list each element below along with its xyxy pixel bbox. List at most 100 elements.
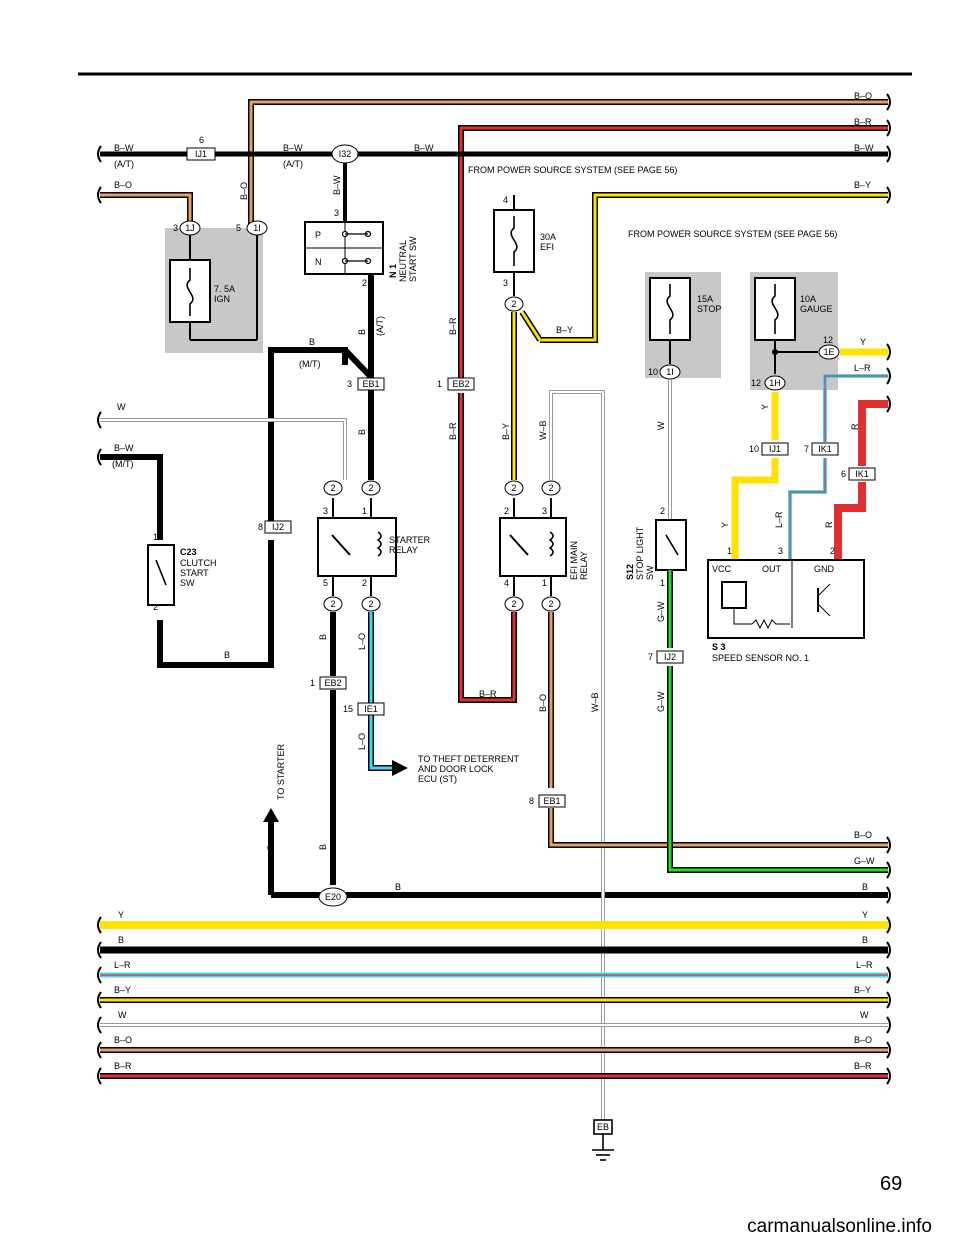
svg-text:1: 1 bbox=[437, 379, 442, 389]
svg-text:12: 12 bbox=[751, 378, 761, 388]
svg-text:1: 1 bbox=[660, 578, 665, 588]
svg-text:B: B bbox=[395, 882, 401, 892]
svg-text:1: 1 bbox=[727, 546, 732, 556]
svg-text:6: 6 bbox=[841, 469, 846, 479]
svg-text:2: 2 bbox=[548, 599, 553, 609]
svg-text:3: 3 bbox=[323, 506, 328, 516]
svg-text:B–W: B–W bbox=[114, 143, 134, 153]
svg-text:3: 3 bbox=[334, 208, 339, 218]
c23-name-1: CLUTCH bbox=[180, 558, 217, 568]
clutch-start-switch bbox=[147, 544, 175, 606]
svg-text:G–W: G–W bbox=[656, 691, 666, 712]
svg-text:B: B bbox=[266, 844, 276, 850]
svg-text:B: B bbox=[862, 935, 868, 945]
svg-text:W: W bbox=[118, 1010, 127, 1020]
ign-fuse-amp: 7. 5A bbox=[214, 284, 235, 294]
s3-out: OUT bbox=[762, 564, 782, 574]
svg-text:L–R: L–R bbox=[854, 363, 871, 373]
conn-eb: EB bbox=[597, 1122, 609, 1132]
svg-text:2: 2 bbox=[548, 483, 553, 493]
s3-vcc: VCC bbox=[712, 564, 732, 574]
gauge-fuse-name: GAUGE bbox=[800, 304, 833, 314]
c23-name-2: START bbox=[180, 568, 209, 578]
svg-text:B–W: B–W bbox=[414, 143, 434, 153]
svg-text:L–R: L–R bbox=[114, 960, 131, 970]
efi-main-relay bbox=[499, 517, 567, 577]
note-mt-1: (M/T) bbox=[299, 359, 321, 369]
note-mt-2: (M/T) bbox=[112, 459, 134, 469]
svg-text:B: B bbox=[318, 634, 328, 640]
svg-text:B–O: B–O bbox=[854, 1035, 872, 1045]
conn-ij1-b: IJ1 bbox=[769, 444, 781, 454]
svg-text:B–O: B–O bbox=[114, 180, 132, 190]
wire-gw bbox=[667, 570, 888, 873]
note-theft-2: AND DOOR LOCK bbox=[418, 764, 494, 774]
svg-text:B–R: B–R bbox=[448, 422, 458, 440]
svg-text:1: 1 bbox=[542, 578, 547, 588]
wire-lr bbox=[788, 374, 888, 560]
svg-text:3: 3 bbox=[173, 223, 178, 233]
svg-text:B: B bbox=[357, 429, 367, 435]
bus-br-top bbox=[458, 125, 888, 383]
watermark: carmanualsonline.info bbox=[747, 1216, 932, 1237]
note-at-2: (A/T) bbox=[283, 159, 303, 169]
svg-text:R: R bbox=[850, 423, 860, 430]
wire-labels: B–O B–R B–W B–Y B–W B–W B–W B–O B–O B–W … bbox=[114, 91, 875, 1071]
efi-relay-label-2: RELAY bbox=[579, 551, 589, 580]
svg-text:Y: Y bbox=[760, 404, 770, 410]
svg-text:4: 4 bbox=[504, 578, 509, 588]
svg-text:B–R: B–R bbox=[479, 689, 497, 699]
svg-text:B–W: B–W bbox=[332, 175, 342, 195]
note-at-1: (A/T) bbox=[114, 159, 134, 169]
svg-text:B–Y: B–Y bbox=[854, 180, 871, 190]
note-power-source-1: FROM POWER SOURCE SYSTEM (SEE PAGE 56) bbox=[468, 165, 677, 175]
wire-by-efi bbox=[511, 310, 543, 480]
svg-text:2: 2 bbox=[511, 599, 516, 609]
svg-text:B–W: B–W bbox=[283, 143, 303, 153]
wire-lo bbox=[368, 612, 395, 771]
n1-name-1: NEUTRAL bbox=[398, 240, 408, 282]
svg-text:5: 5 bbox=[236, 223, 241, 233]
svg-text:B–R: B–R bbox=[114, 1061, 132, 1071]
svg-text:2: 2 bbox=[330, 599, 335, 609]
svg-text:15: 15 bbox=[343, 704, 353, 714]
svg-text:L–R: L–R bbox=[856, 960, 873, 970]
conn-1h: 1H bbox=[769, 378, 781, 388]
s12-name-1: STOP LIGHT bbox=[635, 526, 645, 580]
svg-text:B: B bbox=[862, 882, 868, 892]
efi-fuse-name: EFI bbox=[540, 242, 554, 252]
svg-text:7: 7 bbox=[804, 444, 809, 454]
s3-gnd: GND bbox=[814, 564, 835, 574]
svg-text:2: 2 bbox=[504, 506, 509, 516]
svg-text:2: 2 bbox=[830, 546, 835, 556]
svg-text:2: 2 bbox=[368, 483, 373, 493]
svg-text:W: W bbox=[117, 402, 126, 412]
note-theft-3: ECU (ST) bbox=[418, 774, 457, 784]
svg-text:B–Y: B–Y bbox=[854, 985, 871, 995]
svg-text:B–O: B–O bbox=[239, 182, 249, 200]
page-number: 69 bbox=[880, 1173, 902, 1195]
conn-eb2-b: EB2 bbox=[324, 678, 341, 688]
svg-text:2: 2 bbox=[511, 299, 516, 309]
junction-pin-labels: 2 2 2 2 2 2 2 2 2 bbox=[330, 299, 553, 609]
wire-y-gauge bbox=[731, 348, 888, 560]
wire-bo-efi bbox=[548, 612, 888, 848]
svg-text:B: B bbox=[357, 329, 367, 335]
svg-text:7: 7 bbox=[648, 652, 653, 662]
note-power-source-2: FROM POWER SOURCE SYSTEM (SEE PAGE 56) bbox=[628, 229, 837, 239]
svg-text:6: 6 bbox=[199, 135, 204, 145]
conn-i32: I32 bbox=[339, 149, 352, 159]
conn-1j: 1J bbox=[185, 223, 195, 233]
c23-name-3: SW bbox=[180, 578, 195, 588]
svg-text:G–W: G–W bbox=[656, 601, 666, 622]
svg-text:W: W bbox=[656, 421, 666, 430]
stop-fuse-amp: 15A bbox=[697, 294, 713, 304]
n1-n: N bbox=[315, 257, 322, 267]
bus-bo-top bbox=[248, 99, 888, 228]
svg-text:B–Y: B–Y bbox=[114, 985, 131, 995]
svg-text:2: 2 bbox=[511, 483, 516, 493]
s3-code: S 3 bbox=[712, 642, 726, 652]
note-to-starter: TO STARTER bbox=[276, 743, 286, 800]
svg-text:W–B: W–B bbox=[538, 420, 548, 440]
